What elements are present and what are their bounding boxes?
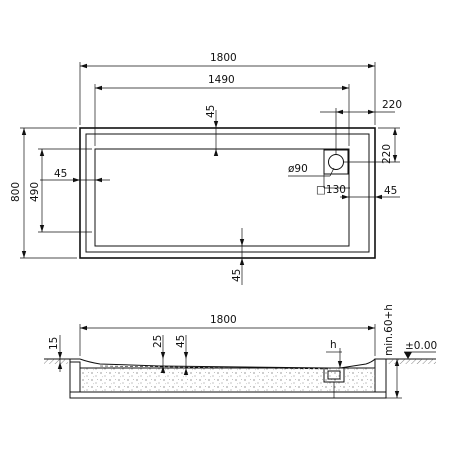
floor-level-label: ±0.00 [405, 340, 437, 352]
dim-inner-width: 490 [29, 148, 92, 233]
drain-section [323, 367, 345, 398]
section-view: 1800 15 25 45 h [44, 304, 437, 399]
dim-label-45-right: 45 [384, 185, 397, 197]
dim-label-45-bottom: 45 [231, 269, 243, 282]
dim-rim-top: 45 [205, 105, 219, 156]
floor-hatch-right [388, 359, 436, 364]
dim-rim-bottom: 45 [231, 228, 245, 285]
plan-view: 1800 1490 45 45 [10, 52, 402, 285]
section-dim-label-15: 15 [48, 337, 60, 350]
dim-label-45-top: 45 [205, 105, 217, 118]
dim-drain-offset-x: 220 [320, 99, 402, 154]
floor-hatch-left [44, 359, 68, 364]
dim-label-220-y: 220 [381, 144, 393, 164]
section-dim-45: 45 [175, 335, 189, 375]
drain-square-label: □130 [316, 184, 346, 196]
dim-label-1490: 1490 [208, 74, 235, 86]
dim-rim-left: 45 [40, 168, 110, 183]
section-dim-label-1800: 1800 [210, 314, 237, 326]
dim-label-45-left: 45 [54, 168, 67, 180]
tray-inner-basin [94, 148, 350, 247]
section-dim-label-h: h [330, 339, 337, 351]
tray-rim-outline [85, 133, 370, 253]
section-dim-base-thickness: 15 [48, 335, 63, 372]
dim-label-220-x: 220 [382, 99, 402, 111]
dim-label-490: 490 [29, 182, 41, 202]
tray-outer-outline [79, 127, 376, 259]
dim-inner-length: 1490 [94, 74, 350, 146]
dim-overall-width: 800 [10, 127, 77, 259]
drain-diameter-label: ø90 [288, 163, 308, 175]
section-dim-25: 25 [152, 335, 166, 373]
section-dim-overall-length: 1800 [79, 314, 376, 356]
section-dim-h: h [326, 339, 343, 368]
section-dim-min-height: min.60+h [383, 304, 402, 399]
dim-rim-right: 45 [340, 185, 400, 200]
dim-label-1800: 1800 [210, 52, 237, 64]
tray-inner-surface [79, 358, 376, 369]
dim-label-800: 800 [10, 182, 22, 202]
section-dim-label-25: 25 [152, 335, 164, 348]
floor-level-marker: ±0.00 [404, 340, 437, 359]
dim-drain-offset-y: 220 [343, 127, 400, 164]
section-dim-label-min-height: min.60+h [383, 304, 395, 356]
dim-overall-length: 1800 [79, 52, 376, 125]
drain-size-labels: ø90 □130 [288, 163, 350, 196]
section-dim-label-45: 45 [175, 335, 187, 348]
